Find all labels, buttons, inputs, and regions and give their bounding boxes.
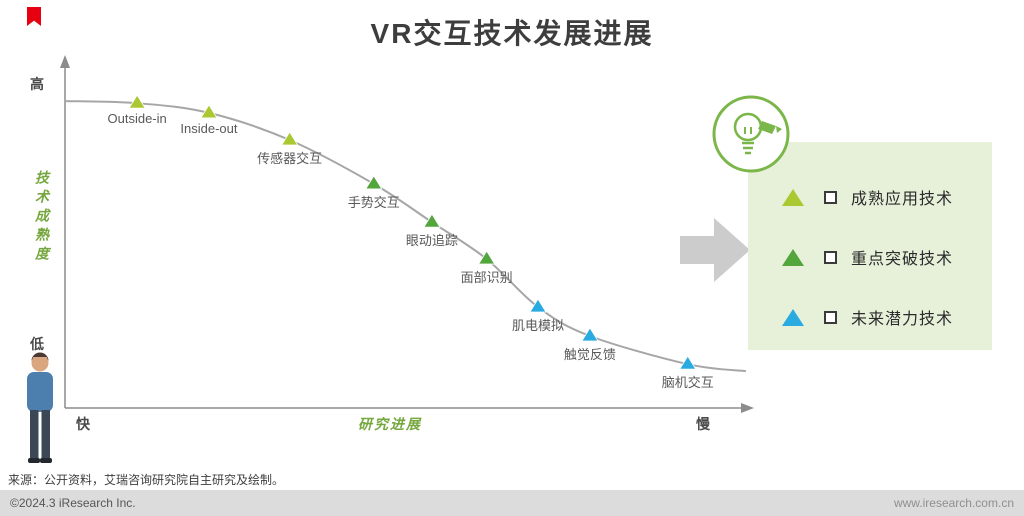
legend-item: 未来潜力技术 xyxy=(782,292,992,342)
arrow-to-legend-icon xyxy=(680,218,750,282)
x-axis-slow-label: 慢 xyxy=(696,416,710,432)
footer-bar: ©2024.3 iResearch Inc. www.iresearch.com… xyxy=(0,490,1024,516)
legend-triangle-icon xyxy=(782,188,804,206)
legend-item: 重点突破技术 xyxy=(782,232,992,282)
tech-point-marker xyxy=(280,131,299,146)
x-axis-fast-label: 快 xyxy=(76,416,90,432)
tech-point-marker xyxy=(200,104,218,119)
website-text: www.iresearch.com.cn xyxy=(893,496,1014,510)
legend-checkbox-icon xyxy=(824,250,837,264)
y-axis-high-label: 高 xyxy=(30,76,44,92)
tech-point-marker xyxy=(128,94,146,109)
x-axis-arrowhead-icon xyxy=(741,403,754,413)
brand-mark-icon xyxy=(27,7,41,26)
tech-point-marker xyxy=(581,327,599,342)
lightbulb-icon xyxy=(712,95,790,173)
legend-triangle-icon xyxy=(782,308,804,326)
tech-point-marker xyxy=(679,355,697,370)
tech-point-marker xyxy=(529,298,547,313)
y-axis-title: 技术成熟度 xyxy=(34,170,50,265)
y-axis-arrowhead-icon xyxy=(60,55,70,68)
tech-point-marker xyxy=(423,213,441,228)
source-note: 来源：公开资料，艾瑞咨询研究院自主研究及绘制。 xyxy=(8,473,285,487)
legend-item: 成熟应用技术 xyxy=(782,172,992,222)
maturity-curve xyxy=(65,100,747,373)
legend-label: 重点突破技术 xyxy=(851,251,954,268)
person-figure xyxy=(27,352,53,463)
legend-label: 未来潜力技术 xyxy=(851,311,954,328)
tech-point-marker xyxy=(477,250,496,265)
legend-panel: 成熟应用技术重点突破技术未来潜力技术 xyxy=(748,142,992,350)
lightbulb-badge xyxy=(710,93,792,175)
legend-checkbox-icon xyxy=(824,310,837,324)
chart-title: VR交互技术发展进展 xyxy=(370,18,654,49)
legend-checkbox-icon xyxy=(824,190,837,204)
legend-items: 成熟应用技术重点突破技术未来潜力技术 xyxy=(782,172,992,342)
x-axis-title: 研究进展 xyxy=(358,416,422,432)
y-axis-low-label: 低 xyxy=(30,336,44,352)
tech-point-marker xyxy=(365,175,383,190)
legend-triangle-icon xyxy=(782,248,804,266)
legend-label: 成熟应用技术 xyxy=(851,191,954,208)
copyright-text: ©2024.3 iResearch Inc. xyxy=(10,496,136,510)
